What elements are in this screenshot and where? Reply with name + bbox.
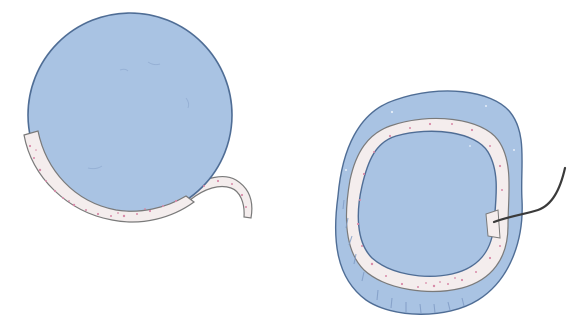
right-inner-body xyxy=(358,131,496,276)
right-entry-notch xyxy=(486,210,500,238)
right-illustration xyxy=(336,91,565,314)
left-illustration xyxy=(24,13,252,222)
